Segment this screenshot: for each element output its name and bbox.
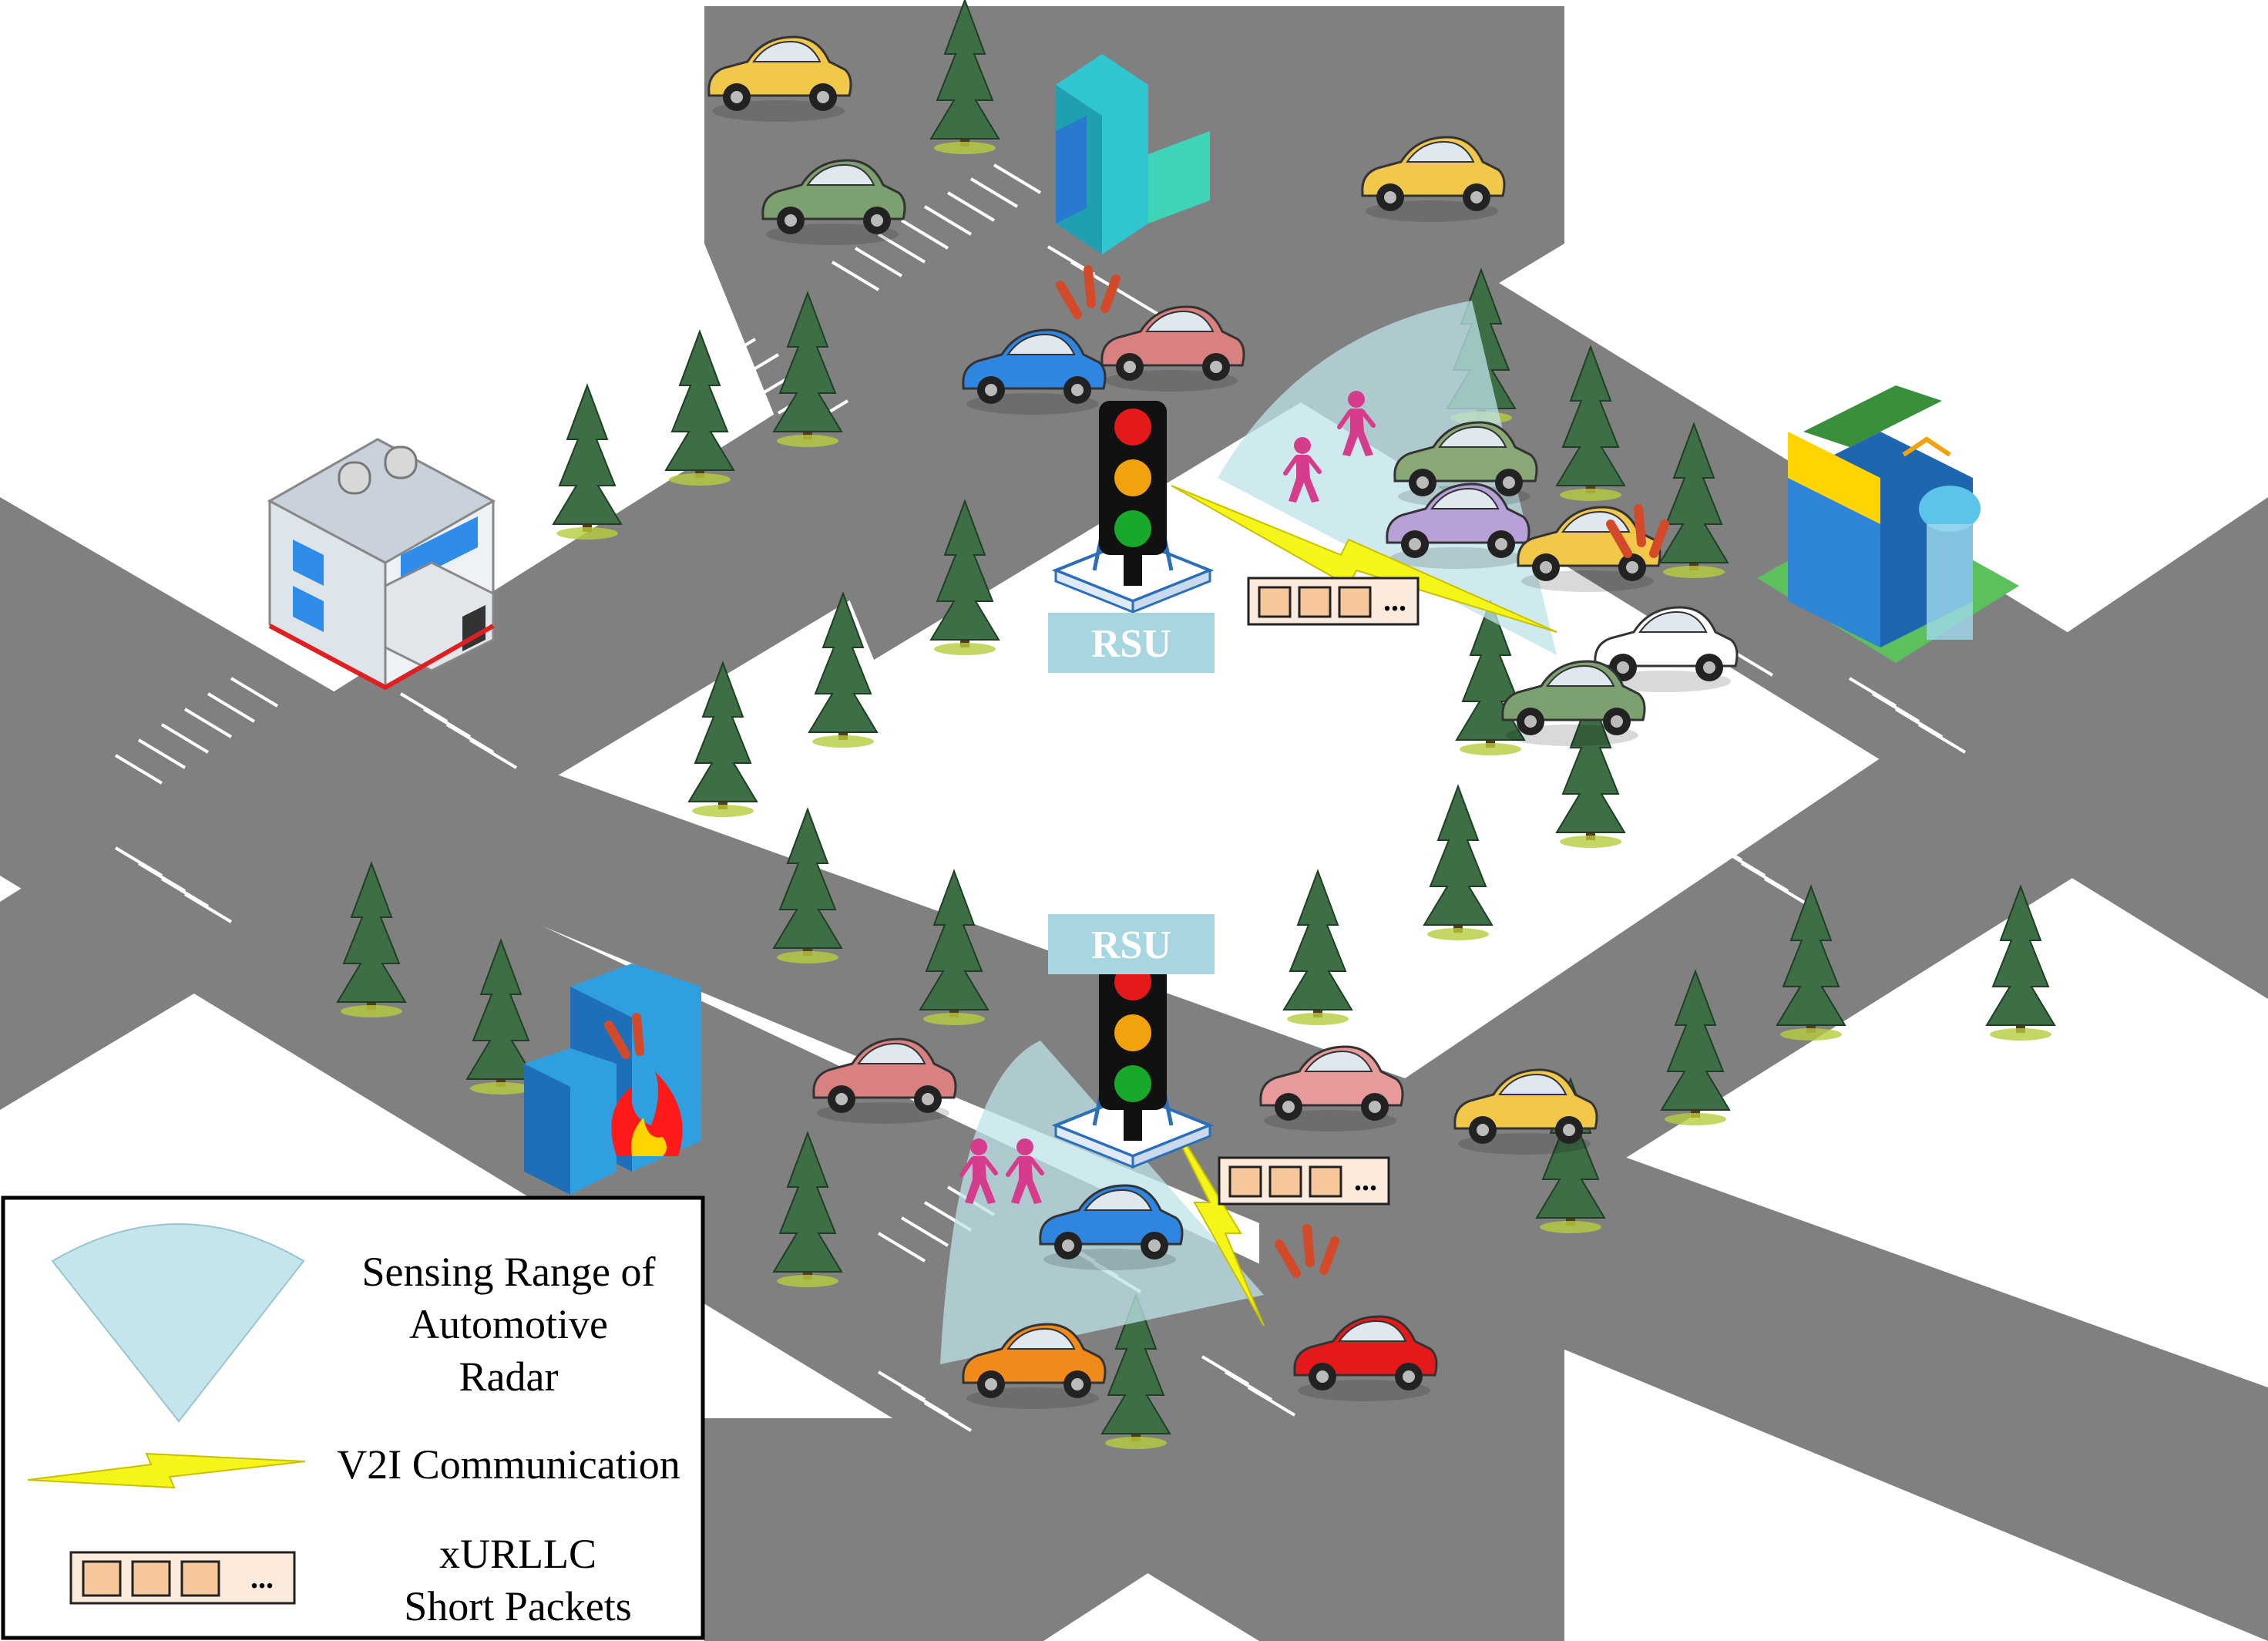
- packet-ellipsis: ...: [1354, 1162, 1377, 1197]
- lightning-bolt-icon: [27, 1452, 306, 1489]
- legend-v2i-label: V2I Communication: [337, 1441, 680, 1488]
- legend-v2i: V2I Communication: [27, 1441, 680, 1489]
- building-top-teal: [1056, 54, 1210, 254]
- packet-ellipsis: ...: [1383, 583, 1406, 617]
- short-packet-top: ...: [1247, 577, 1420, 626]
- v2i-link-bottom: [1155, 1094, 1265, 1327]
- rsu-label-text: RSU: [1091, 923, 1171, 967]
- legend-packets-line2: Short Packets: [404, 1583, 631, 1629]
- building-right-shop: [1757, 385, 2019, 663]
- legend-sensing-line3: Radar: [459, 1353, 559, 1400]
- legend: Sensing Range of Automotive Radar V2I Co…: [1, 1195, 705, 1640]
- building-left-office: [267, 438, 496, 691]
- legend-sensing-line2: Automotive: [409, 1301, 608, 1347]
- legend-sensing-range: Sensing Range of Automotive Radar: [51, 1223, 656, 1423]
- short-packet-bottom: ...: [1218, 1156, 1390, 1206]
- alert-marks: [604, 265, 1669, 1278]
- legend-packets-line1: xURLLC: [439, 1531, 596, 1577]
- rsu-label-top: RSU: [1048, 613, 1215, 673]
- legend-sensing-line1: Sensing Range of: [362, 1249, 656, 1295]
- radar-range-icon: [51, 1223, 305, 1423]
- legend-packet-ellipsis: ...: [250, 1560, 274, 1595]
- legend-packets: ... xURLLC Short Packets: [69, 1531, 632, 1629]
- rsu-label-bottom: RSU: [1048, 914, 1215, 974]
- rsu-label-text: RSU: [1091, 622, 1171, 666]
- building-fire: [524, 963, 701, 1195]
